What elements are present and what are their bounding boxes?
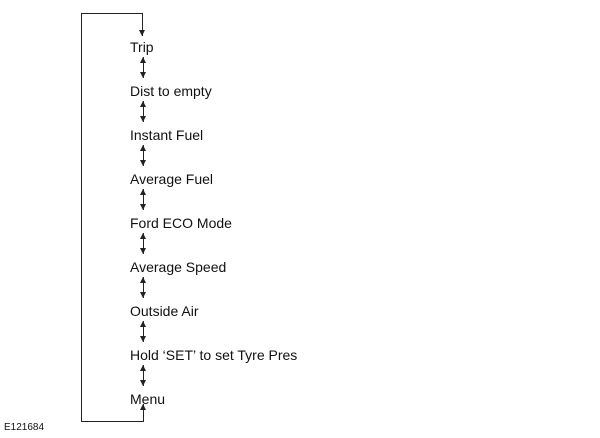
loop-line-top bbox=[81, 13, 143, 14]
bidirectional-arrow-icon bbox=[140, 365, 147, 386]
bidirectional-arrow-icon bbox=[140, 189, 147, 210]
loop-line-left bbox=[81, 13, 82, 422]
flow-item-outside-air: Outside Air bbox=[130, 303, 199, 319]
loop-line-bottom bbox=[81, 421, 144, 422]
entry-arrow-down-icon bbox=[139, 13, 146, 36]
return-arrow-up-icon bbox=[140, 404, 147, 422]
bidirectional-arrow-icon bbox=[140, 145, 147, 166]
flow-item-trip: Trip bbox=[130, 39, 154, 55]
flow-item-average-fuel: Average Fuel bbox=[130, 171, 214, 187]
flow-item-ford-eco-mode: Ford ECO Mode bbox=[130, 215, 232, 231]
figure-reference-label: E121684 bbox=[4, 422, 45, 433]
bidirectional-arrow-icon bbox=[140, 101, 147, 122]
flow-item-average-speed: Average Speed bbox=[130, 259, 227, 275]
flow-item-instant-fuel: Instant Fuel bbox=[130, 127, 204, 143]
flow-item-dist-to-empty: Dist to empty bbox=[130, 83, 212, 99]
bidirectional-arrow-icon bbox=[140, 57, 147, 78]
flow-item-hold-set-tyre-pres: Hold ‘SET’ to set Tyre Pres bbox=[130, 347, 298, 363]
bidirectional-arrow-icon bbox=[140, 233, 147, 254]
bidirectional-arrow-icon bbox=[140, 277, 147, 298]
flow-item-menu: Menu bbox=[130, 391, 166, 407]
bidirectional-arrow-icon bbox=[140, 321, 147, 342]
